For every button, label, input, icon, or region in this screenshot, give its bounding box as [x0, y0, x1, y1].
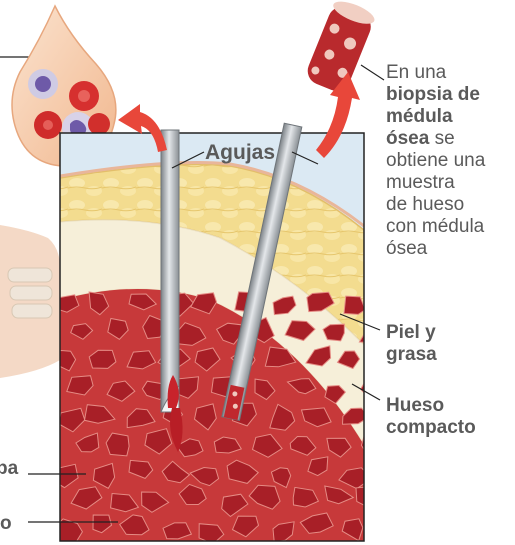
description-line: con médula: [386, 216, 514, 238]
description-bold-line: ósea: [386, 128, 429, 149]
description-line: obtiene una: [386, 150, 514, 172]
red-blood-cell: [88, 113, 110, 135]
sample-leader-line: [361, 65, 384, 80]
skin-fat-label-line1: Piel y: [386, 322, 496, 344]
description-line: muestra: [386, 172, 514, 194]
spongy-bone-fragment: [106, 433, 129, 456]
description-line: se: [429, 128, 454, 149]
spine-illustration: [0, 225, 60, 378]
description-line: En una: [386, 62, 514, 84]
needles-label: Agujas: [205, 141, 275, 165]
description-line: ósea: [386, 238, 514, 260]
bone-core-sample: [303, 0, 377, 95]
compact-bone-label-line2: compacto: [386, 417, 506, 439]
biopsy-description: En una biopsia de médula ósea se obtiene…: [386, 62, 514, 260]
compact-bone-label-line1: Hueso: [386, 395, 506, 417]
compact-bone-label: Hueso compacto: [386, 395, 506, 439]
tissue-cross-section: [50, 133, 384, 544]
spongy-bone-label-cut: pa: [0, 458, 18, 480]
description-line: de hueso: [386, 194, 514, 216]
description-bold-line: médula: [386, 106, 514, 128]
skin-fat-label-line2: grasa: [386, 344, 496, 366]
vertical-biopsy-needle: [161, 130, 183, 452]
description-bold-line: biopsia de: [386, 84, 514, 106]
skin-fat-label: Piel y grasa: [386, 322, 496, 366]
marrow-label-cut: o: [0, 513, 12, 535]
